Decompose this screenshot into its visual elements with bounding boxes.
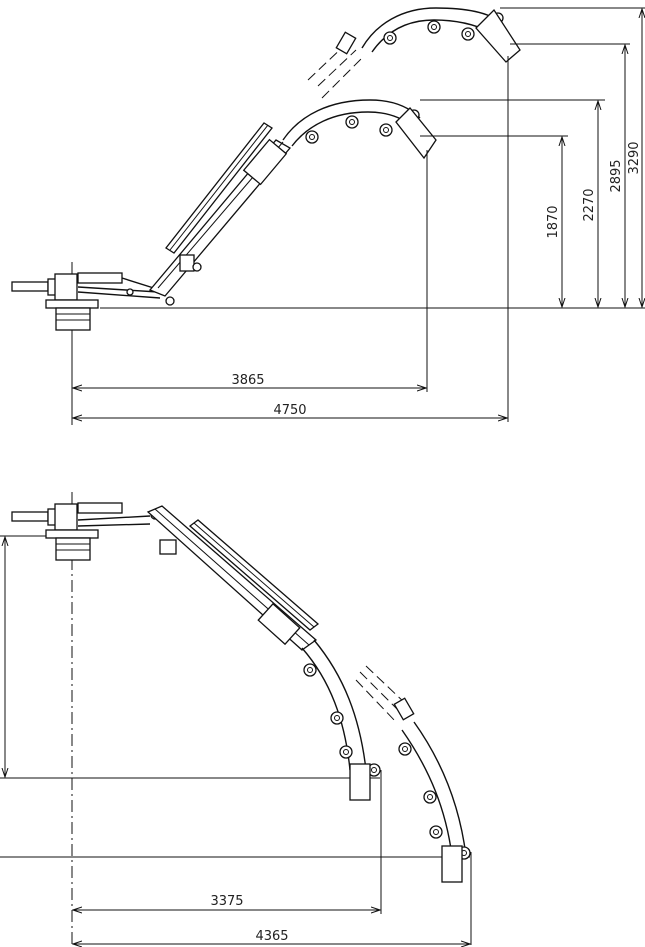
top-dim-label-v1: 1870	[546, 205, 561, 238]
top-dim-label-v2: 2270	[582, 188, 597, 221]
bottom-view: 3375 4365	[0, 492, 472, 947]
top-view: 3865 4750 1870 2270 2895 3290	[11, 7, 645, 425]
top-upper-head	[307, 7, 521, 99]
top-dim-label-outer: 4750	[273, 403, 306, 418]
bottom-machine-base	[11, 502, 160, 561]
bottom-boom-arm	[146, 505, 320, 651]
top-dim-label-inner: 3865	[231, 373, 264, 388]
top-machine-base	[11, 272, 175, 331]
bottom-lower-head	[301, 639, 381, 801]
bottom-dim-label-outer: 4365	[255, 929, 288, 944]
bottom-outer-head	[355, 665, 471, 883]
top-dim-label-v4: 3290	[627, 141, 642, 174]
top-boom-arm	[148, 122, 292, 297]
top-lower-head	[282, 99, 437, 160]
bottom-dim-label-inner: 3375	[210, 894, 243, 909]
top-dim-label-v3: 2895	[609, 159, 624, 192]
